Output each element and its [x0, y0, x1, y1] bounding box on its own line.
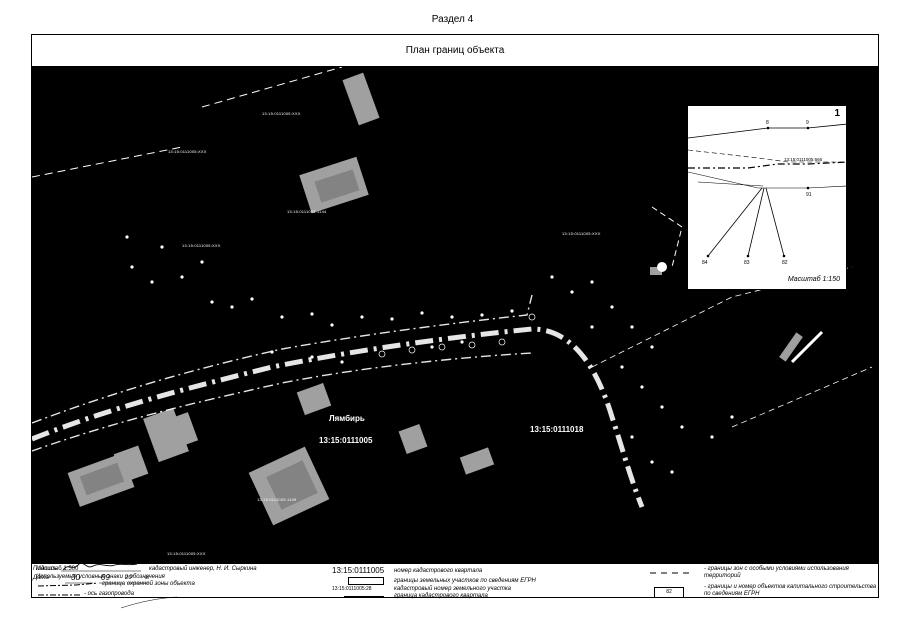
- inset-pt-84: 84: [702, 260, 708, 266]
- legend-quarter-number: номер кадастрового квартала: [394, 568, 483, 574]
- signature-image: [61, 562, 141, 572]
- section-title: Раздел 4: [431, 14, 474, 25]
- stray-stroke: [120, 596, 178, 609]
- buildings: [67, 72, 803, 526]
- inset-pt-9: 9: [806, 120, 809, 126]
- legend-cad-number: кадастровый номер земельного участка: [394, 586, 511, 592]
- legend-zone-symbol: [650, 572, 690, 574]
- map-graphics: [32, 67, 873, 526]
- inset-pt-91: 91: [806, 192, 812, 198]
- legend-zone-boundary: граница охранной зоны объекта: [102, 581, 195, 587]
- legend: Масштаб 1:500 Используемые условные знак…: [32, 563, 878, 599]
- village-label: Лямбирь: [329, 414, 365, 423]
- survey-points: [125, 235, 734, 474]
- legend-symbols-left: [37, 582, 99, 596]
- legend-quarter-boundary: граница кадастрового квартала: [394, 593, 488, 599]
- date-month: 09: [101, 573, 110, 582]
- signature-label: Подпись: [33, 566, 57, 572]
- quarter-label-2: 13:15:0111018: [530, 425, 584, 434]
- legend-gas-axis: - ось газопровода: [84, 591, 134, 597]
- inset-pt-83: 83: [744, 260, 750, 266]
- date-label: Дата: [33, 575, 49, 581]
- map-tag-1109: 13:15:0111005:1109: [257, 497, 297, 502]
- legend-quarter-line: [344, 596, 384, 597]
- date-year: 20: [125, 575, 132, 581]
- plan-title: План границ объекта: [32, 35, 878, 67]
- legend-object-example: 82: [654, 587, 684, 598]
- legend-land-boundaries: границы земельных участков по сведениям …: [394, 578, 536, 584]
- legend-scale: Масштаб 1:500: [36, 566, 79, 572]
- date-suffix: г.: [145, 575, 150, 581]
- inset-detail-map[interactable]: 8 9 91 84 83 82 13:15:0111005:666 1 Масш…: [687, 105, 847, 290]
- inset-number: 1: [834, 108, 840, 119]
- legend-title: Используемые условные знаки и обозначени…: [36, 574, 165, 580]
- quarter-label-1: 13:15:0111005: [319, 436, 373, 445]
- aerial-map[interactable]: 13:15:0111005:XXX 13:15:0111005:XXX 13:1…: [32, 67, 878, 563]
- map-tag-1144: 13:15:0111005:1144: [287, 209, 327, 214]
- legend-zone-boundaries: - границы зон с особыми условиями исполь…: [704, 566, 849, 579]
- inset-scale: Масштаб 1:150: [787, 276, 840, 283]
- legend-quarter-example: 13:15:0111005: [332, 566, 385, 575]
- date-underline: [65, 582, 149, 584]
- engineer-text: кадастровый инженер, Н. И. Сыркина: [149, 566, 257, 572]
- inset-pt-8: 8: [766, 120, 769, 126]
- inset-pt-82: 82: [782, 260, 788, 266]
- legend-object-boundaries: - границы и номер объектов капитального …: [704, 584, 877, 597]
- legend-cad-example: 13:15:0111005:28: [332, 586, 372, 592]
- inset-cadastral: 13:15:0111005:666: [784, 157, 823, 162]
- plan-frame: План границ объекта: [31, 34, 879, 599]
- legend-land-symbol: [348, 577, 384, 585]
- date-day: 30: [71, 573, 80, 582]
